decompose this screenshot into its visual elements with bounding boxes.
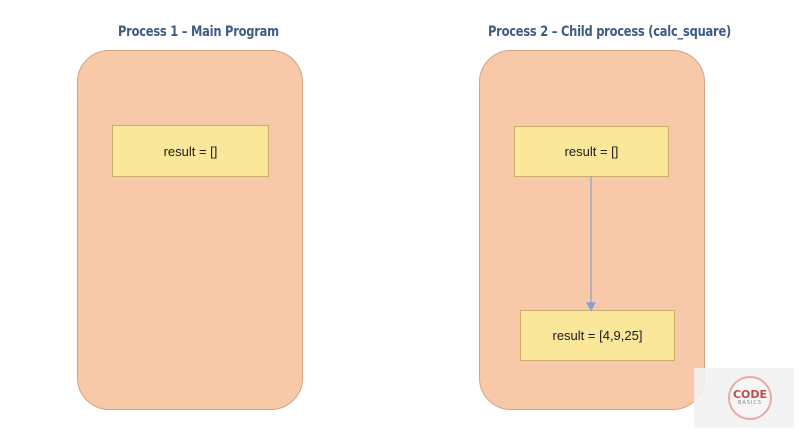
process2-title: Process 2 – Child process (calc_square): [488, 24, 731, 40]
process2-container: result = [] result = [4,9,25]: [479, 50, 705, 410]
logo-badge: CODE BASICS: [728, 376, 772, 420]
process2-result-initial-box: result = []: [514, 126, 669, 177]
process1-result-box: result = []: [112, 125, 269, 177]
process2-result-final-box: result = [4,9,25]: [520, 310, 675, 361]
process1-container: result = []: [77, 50, 303, 410]
code-basics-logo: CODE BASICS: [694, 368, 794, 428]
logo-sub-text: BASICS: [737, 400, 763, 406]
process1-title: Process 1 – Main Program: [118, 24, 279, 40]
logo-main-text: CODE: [732, 388, 768, 401]
